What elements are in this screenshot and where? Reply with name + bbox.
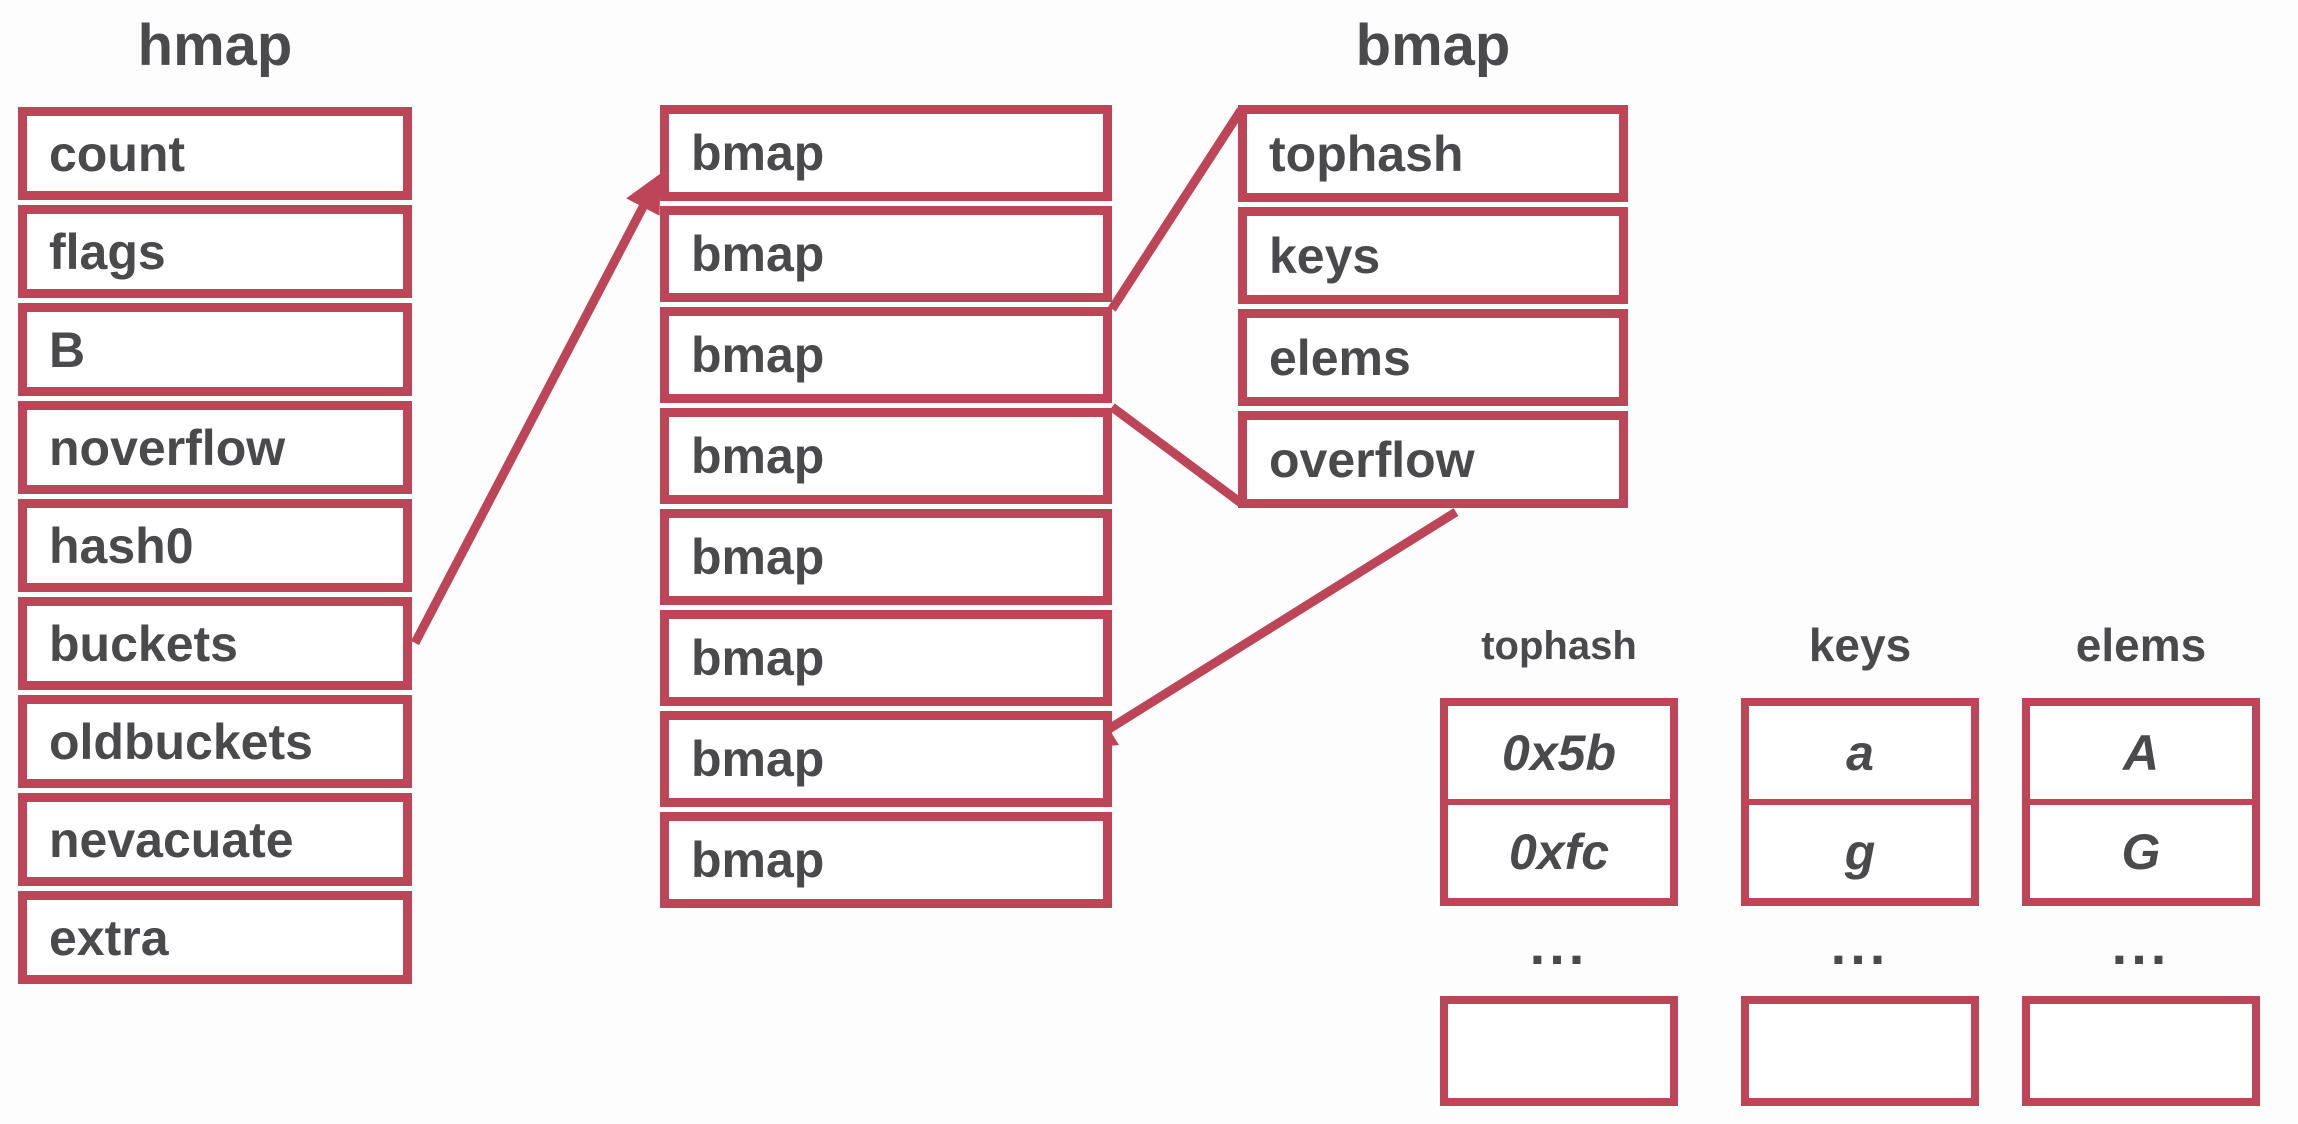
detail-tophash-title: tophash	[1481, 624, 1637, 668]
bucket-array-cell-6: bmap	[660, 711, 1112, 807]
bucket-array-cell-7: bmap	[660, 812, 1112, 908]
bucket-array-cell-5: bmap	[660, 610, 1112, 706]
bucket-expansion-line-top	[1108, 107, 1245, 312]
bucket-expansion-line-bottom	[1109, 403, 1244, 507]
detail-elems-title: elems	[2075, 619, 2207, 671]
hmap-field-flags: flags	[18, 205, 412, 298]
hmap-field-hash0: hash0	[18, 499, 412, 592]
detail-elems-value-1: G	[2030, 799, 2252, 898]
detail-elems-ellipsis: ...	[2111, 913, 2171, 976]
hmap-field-nevacuate: nevacuate	[18, 793, 412, 886]
detail-tophash-value-0: 0x5b	[1502, 724, 1616, 781]
hmap-field-b: B	[18, 303, 412, 396]
detail-keys-empty-cell	[1741, 996, 1979, 1106]
bmap-field-keys: keys	[1238, 207, 1628, 304]
hmap-struct: count flags B noverflow hash0 buckets ol…	[18, 107, 412, 984]
bucket-array-cell-0: bmap	[660, 105, 1112, 201]
detail-tophash-table: 0x5b 0xfc	[1440, 698, 1678, 906]
hmap-field-buckets: buckets	[18, 597, 412, 690]
detail-elems-empty-cell	[2022, 996, 2260, 1106]
hmap-field-oldbuckets: oldbuckets	[18, 695, 412, 788]
detail-tophash-empty-cell	[1440, 996, 1678, 1106]
detail-elems-value-0: A	[2122, 724, 2160, 781]
bmap-field-elems: elems	[1238, 309, 1628, 406]
hmap-field-noverflow: noverflow	[18, 401, 412, 494]
bucket-array-cell-4: bmap	[660, 509, 1112, 605]
hmap-field-extra: extra	[18, 891, 412, 984]
bucket-array-cell-2: bmap	[660, 307, 1112, 403]
detail-keys-table: a g	[1741, 698, 1979, 906]
bmap-struct: tophash keys elems overflow	[1238, 105, 1628, 508]
detail-keys-value-0: a	[1846, 724, 1874, 781]
bmap-field-tophash: tophash	[1238, 105, 1628, 202]
bucket-array-cell-3: bmap	[660, 408, 1112, 504]
bucket-array: bmap bmap bmap bmap bmap bmap bmap bmap	[660, 105, 1112, 908]
detail-keys-ellipsis: ...	[1830, 913, 1890, 976]
bmap-title: bmap	[1355, 13, 1511, 78]
detail-keys-value-1: g	[1749, 799, 1971, 898]
detail-elems-table: A G	[2022, 698, 2260, 906]
buckets-pointer-arrow	[411, 173, 661, 646]
hmap-field-count: count	[18, 107, 412, 200]
detail-tophash-ellipsis: ...	[1529, 913, 1589, 976]
hmap-title: hmap	[137, 13, 293, 78]
detail-tophash-value-1: 0xfc	[1448, 799, 1670, 898]
bucket-array-cell-1: bmap	[660, 206, 1112, 302]
detail-keys-title: keys	[1808, 619, 1912, 671]
bmap-field-overflow: overflow	[1238, 411, 1628, 508]
overflow-pointer-arrow	[1076, 508, 1459, 750]
